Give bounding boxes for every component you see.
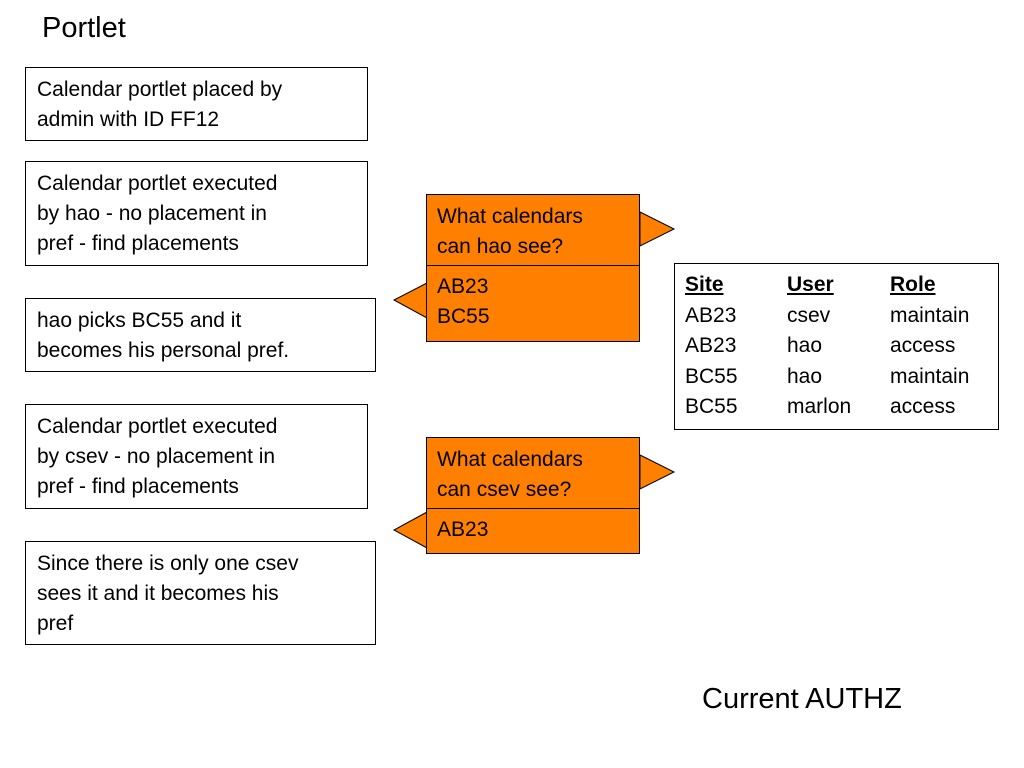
note-line: by csev - no placement in: [37, 445, 276, 468]
table-row: BC55 marlon access: [685, 392, 990, 423]
note-line: pref - find placements: [37, 232, 239, 255]
cell-site: BC55: [685, 364, 738, 388]
header-user: User: [787, 273, 834, 296]
note-line: pref - find placements: [37, 475, 239, 498]
query-box-csev: What calendars can csev see? AB23: [426, 437, 640, 554]
note-line: Calendar portlet executed: [37, 415, 278, 438]
cell-role: maintain: [890, 303, 970, 327]
note-placed-by-admin: Calendar portlet placed by admin with ID…: [25, 67, 368, 141]
authz-table: Site User Role AB23 csev maintain AB23 h…: [685, 270, 990, 423]
note-hao-picks: hao picks BC55 and it becomes his person…: [25, 298, 376, 372]
table-row: AB23 hao access: [685, 331, 990, 362]
note-line: hao picks BC55 and it: [37, 309, 242, 332]
note-line: Since there is only one csev: [37, 552, 299, 575]
question-line: What calendars: [437, 448, 583, 471]
cell-user: csev: [787, 303, 831, 327]
table-row: AB23 csev maintain: [685, 301, 990, 332]
cell-site: AB23: [685, 334, 737, 357]
cell-user: marlon: [787, 395, 852, 418]
query-box-hao: What calendars can hao see? AB23 BC55: [426, 194, 640, 342]
query-answers: AB23 BC55: [427, 266, 639, 338]
request-arrow-hao: [639, 211, 676, 247]
query-question: What calendars can csev see?: [427, 438, 639, 509]
cell-role: maintain: [890, 364, 970, 388]
note-line: becomes his personal pref.: [37, 339, 290, 362]
query-question: What calendars can hao see?: [427, 195, 639, 266]
table-row: BC55 hao maintain: [685, 362, 990, 393]
question-line: What calendars: [437, 205, 583, 228]
cell-role: access: [890, 334, 956, 357]
response-arrow-hao: [392, 282, 428, 319]
header-site: Site: [685, 273, 724, 296]
cell-role: access: [890, 395, 956, 418]
note-line: admin with ID FF12: [37, 108, 220, 131]
note-line: by hao - no placement in: [37, 202, 267, 225]
note-executed-by-csev: Calendar portlet executed by csev - no p…: [25, 404, 368, 509]
note-line: sees it and it becomes his: [37, 582, 279, 605]
answer-site: BC55: [437, 305, 490, 328]
answer-site: AB23: [437, 518, 489, 541]
header-role: Role: [890, 273, 936, 296]
response-arrow-csev: [392, 511, 428, 549]
cell-user: hao: [787, 364, 823, 388]
cell-site: AB23: [685, 303, 737, 327]
question-line: can csev see?: [437, 478, 572, 501]
request-arrow-csev: [639, 454, 676, 490]
query-answers: AB23: [427, 509, 639, 551]
note-line: pref: [37, 612, 74, 635]
cell-user: hao: [787, 334, 823, 357]
note-only-one-csev: Since there is only one csev sees it and…: [25, 541, 376, 645]
note-line: Calendar portlet executed: [37, 172, 278, 195]
note-line: Calendar portlet placed by: [37, 78, 283, 101]
note-executed-by-hao: Calendar portlet executed by hao - no pl…: [25, 161, 368, 266]
question-line: can hao see?: [437, 235, 564, 258]
slide-title: Portlet: [42, 12, 126, 44]
table-header-row: Site User Role: [685, 270, 990, 301]
answer-site: AB23: [437, 275, 489, 298]
cell-site: BC55: [685, 395, 738, 418]
footer-label: Current AUTHZ: [702, 683, 902, 715]
authz-table-box: Site User Role AB23 csev maintain AB23 h…: [674, 263, 999, 430]
